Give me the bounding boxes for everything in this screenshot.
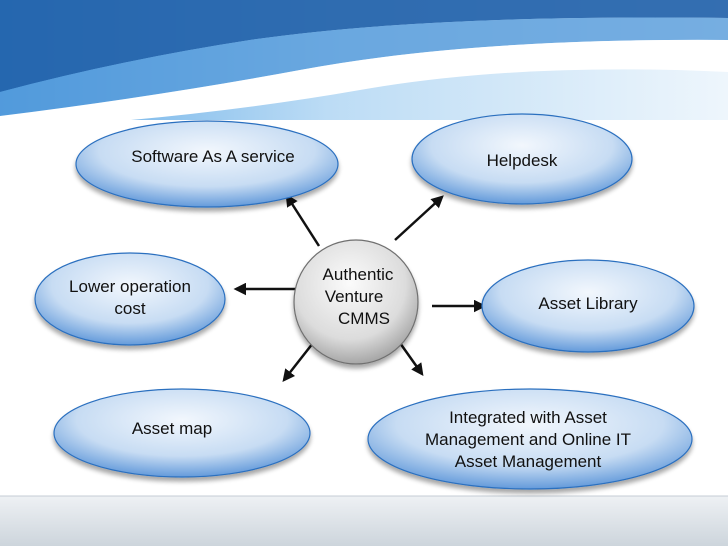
bubble-label-lower-cost: Lower operation cost: [35, 276, 225, 320]
arrow-integrated: [398, 342, 424, 377]
center-circle: [293, 239, 419, 365]
bubble-label-line: Lower operation: [69, 277, 191, 296]
bubble-lower-cost: [34, 252, 226, 346]
bubble-helpdesk: [411, 113, 633, 205]
arrow-software: [285, 193, 321, 247]
bubble-label-software: Software As A service: [82, 146, 344, 168]
arrow-helpdesk: [394, 195, 444, 241]
bubble-asset-map: [53, 388, 311, 478]
bubble-label-asset-library: Asset Library: [482, 293, 694, 315]
bubble-label-helpdesk: Helpdesk: [412, 150, 632, 172]
center-label-line: CMMS: [338, 309, 390, 328]
bubble-label-line: Integrated with Asset: [449, 408, 607, 427]
arrow-asset-map: [282, 342, 314, 382]
footer-band: [0, 496, 728, 546]
bubble-integrated: [367, 388, 693, 490]
bubble-label-line: Helpdesk: [486, 151, 558, 170]
bubble-label-line: Management and Online IT: [424, 430, 631, 449]
center-label-line: Authentic: [322, 265, 394, 284]
header-wave-mid: [0, 17, 728, 116]
bubble-software: [75, 120, 339, 208]
center-label-line: Venture: [324, 287, 384, 306]
bubble-label-line: Asset Management: [454, 452, 602, 471]
bubble-label-line: Software As A service: [131, 147, 295, 166]
header-wave-dark: [0, 0, 728, 92]
header-wave-white: [0, 39, 728, 130]
bubble-label-asset-map: Asset map: [44, 418, 300, 440]
bubble-asset-library: [481, 259, 695, 353]
bubble-label-line: cost: [114, 299, 146, 318]
bubble-label-line: Asset Library: [538, 294, 638, 313]
bubble-label-line: Asset map: [131, 419, 213, 438]
